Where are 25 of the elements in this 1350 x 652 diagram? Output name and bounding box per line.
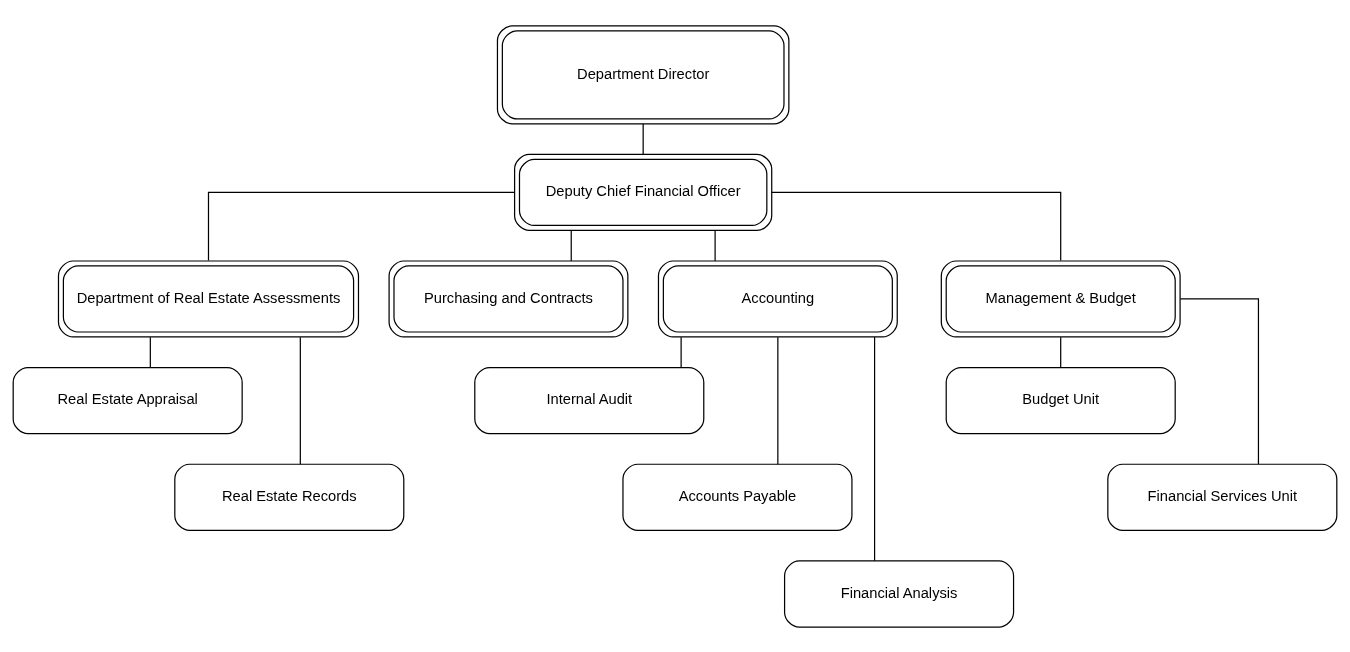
node-box: Accounts Payable	[622, 463, 853, 531]
connector	[874, 335, 876, 561]
node-box: Real Estate Records	[174, 463, 405, 531]
node-box: Deputy Chief Financial Officer	[514, 153, 773, 231]
node-box: Accounting	[657, 259, 898, 338]
node-box: Department Director	[496, 24, 790, 124]
connector	[714, 229, 716, 262]
connector	[570, 229, 572, 262]
node-box: Purchasing and Contracts	[388, 259, 629, 338]
node-box: Real Estate Appraisal	[12, 366, 243, 434]
connector	[299, 336, 301, 465]
connector	[149, 336, 151, 368]
node-box: Management & Budget	[940, 259, 1181, 338]
node-box: Financial Services Unit	[1107, 463, 1338, 531]
node-box: Financial Analysis	[784, 559, 1015, 628]
node-box: Internal Audit	[474, 366, 705, 434]
connector	[777, 336, 779, 465]
connector	[680, 336, 682, 368]
node-box: Department of Real Estate Assessments	[57, 259, 360, 338]
connector	[1060, 336, 1062, 368]
connector	[1179, 297, 1260, 465]
node-box: Budget Unit	[945, 366, 1176, 434]
connector	[642, 122, 644, 155]
connector	[207, 191, 516, 261]
connector	[771, 191, 1062, 261]
